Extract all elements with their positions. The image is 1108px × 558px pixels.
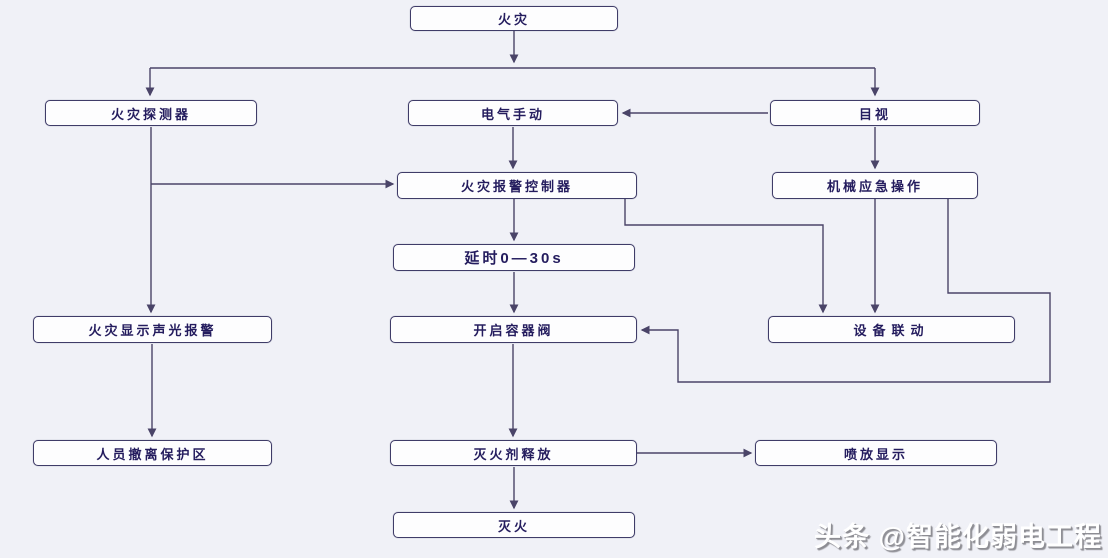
node-delay-timer: 延时0—30s (393, 244, 635, 271)
node-visual-detection: 目视 (770, 100, 980, 126)
node-label: 火灾显示声光报警 (88, 323, 217, 338)
node-fire-detector: 火灾探测器 (45, 100, 257, 126)
node-label: 目视 (858, 106, 891, 122)
node-evacuate-zone: 人员撤离保护区 (33, 440, 272, 466)
node-electric-manual: 电气手动 (408, 100, 618, 126)
node-label: 延时0—30s (464, 250, 564, 267)
node-label: 电气手动 (480, 106, 545, 122)
node-mechanical-emergency: 机械应急操作 (772, 172, 978, 199)
node-label: 机械应急操作 (826, 179, 923, 194)
node-label: 开启容器阀 (473, 323, 554, 338)
node-label: 火灾报警控制器 (460, 179, 573, 194)
node-fire-alarm-controller: 火灾报警控制器 (397, 172, 637, 199)
node-label: 灭火 (497, 518, 530, 534)
node-label: 火灾 (497, 12, 530, 27)
node-label: 火灾探测器 (110, 106, 191, 122)
node-agent-release: 灭火剂释放 (390, 440, 637, 466)
node-extinguish: 灭火 (393, 512, 635, 538)
node-equipment-linkage: 设备联动 (768, 316, 1015, 343)
node-discharge-display: 喷放显示 (755, 440, 997, 466)
node-label: 人员撤离保护区 (96, 446, 209, 462)
edge-controller-linkage (624, 199, 828, 314)
node-fire: 火灾 (410, 6, 618, 31)
node-label: 灭火剂释放 (473, 446, 554, 462)
edge-mechanical-valve (640, 199, 1051, 383)
node-open-container-valve: 开启容器阀 (390, 316, 637, 343)
watermark-toutiao: 头条 @智能化弱电工程 (814, 522, 1102, 552)
node-sound-light-alarm: 火灾显示声光报警 (33, 316, 272, 343)
node-label: 喷放显示 (843, 446, 908, 462)
node-label: 设备联动 (853, 323, 930, 338)
